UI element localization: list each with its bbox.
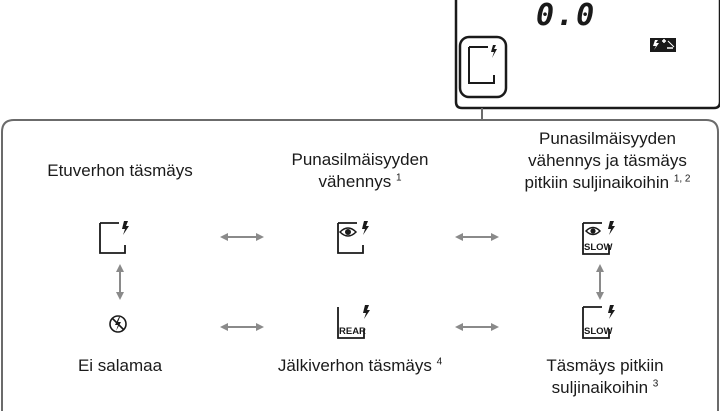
red-eye-icon xyxy=(337,221,369,254)
lcd-flash-mode-highlight xyxy=(458,35,508,99)
label-flash-off: Ei salamaa xyxy=(77,356,163,375)
rear-icon-text: REAR xyxy=(339,326,366,337)
flash-off-icon xyxy=(109,315,127,333)
arrow-rear-slow xyxy=(455,323,499,331)
label-red-eye-slow: Punasilmäisyyden vähennys ja täsmäys pit… xyxy=(524,129,691,192)
front-curtain-icon xyxy=(99,221,129,254)
arrow-front-off xyxy=(116,264,124,300)
label-slow-sync: Täsmäys pitkiin suljinaikoihin 3 xyxy=(546,356,664,397)
slow-sync-icon: SLOW xyxy=(582,305,615,339)
label-rear-curtain: Jälkiverhon täsmäys 4 xyxy=(277,356,443,375)
arrow-redeyeslow-slow xyxy=(596,264,604,300)
arrow-redeye-redeyeslow xyxy=(455,233,499,241)
label-front-curtain: Etuverhon täsmäys xyxy=(47,161,193,180)
red-eye-slow-icon: SLOW xyxy=(582,221,615,255)
arrow-front-redeye xyxy=(220,233,264,241)
mode-diagram-frame xyxy=(1,119,719,411)
label-red-eye: Punasilmäisyyden vähennys 1 xyxy=(291,150,429,191)
flash-compensation-icon xyxy=(650,38,676,52)
slow-icon-text-2: SLOW xyxy=(584,326,613,337)
arrow-off-rear xyxy=(220,323,264,331)
slow-icon-text: SLOW xyxy=(584,242,613,253)
rear-curtain-icon: REAR xyxy=(337,305,370,339)
lcd-digits: 0.0 xyxy=(536,0,597,33)
